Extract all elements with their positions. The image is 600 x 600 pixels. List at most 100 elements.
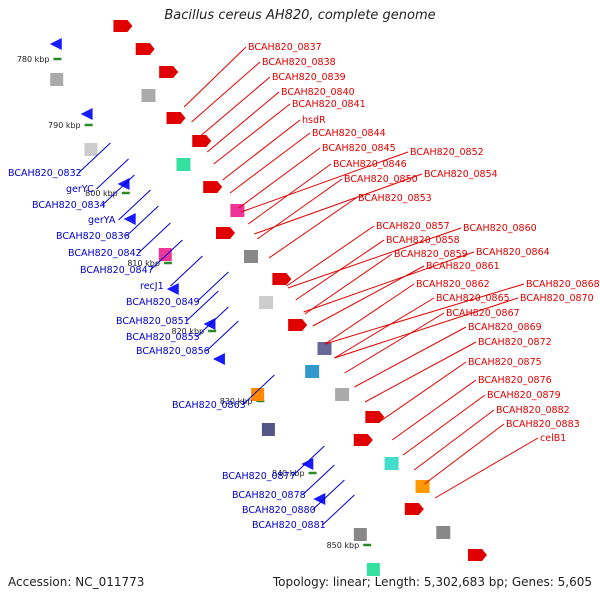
forward-gene-block xyxy=(436,526,451,539)
reverse-gene-label: BCAH820_0832 xyxy=(8,168,82,179)
forward-gene-label: BCAH820_0860 xyxy=(463,223,537,234)
forward-gene-label: BCAH820_0857 xyxy=(376,221,450,232)
forward-gene-leader xyxy=(198,76,271,138)
forward-gene-leader xyxy=(334,297,435,359)
reverse-gene-label: BCAH820_0855 xyxy=(126,332,200,343)
reverse-gene-label: BCAH820_0847 xyxy=(80,265,154,276)
forward-gene-leader xyxy=(391,379,477,441)
reverse-gene-arrow xyxy=(212,353,225,365)
reverse-gene-arrow xyxy=(301,458,314,470)
reverse-gene-leader xyxy=(292,445,325,477)
forward-gene-arrow xyxy=(192,135,212,147)
reverse-gene-label: recJ1 xyxy=(140,281,164,292)
topology-label: Topology: linear; Length: 5,302,683 bp; … xyxy=(272,575,592,589)
forward-gene-label: BCAH820_0839 xyxy=(272,72,346,83)
forward-gene-leader xyxy=(238,147,321,209)
reverse-gene-leader xyxy=(138,222,171,254)
forward-gene-arrow xyxy=(404,503,424,515)
forward-gene-block xyxy=(259,296,274,309)
forward-gene-leader xyxy=(378,361,467,423)
forward-gene-label: hsdR xyxy=(302,115,326,126)
reverse-gene-label: gerYA xyxy=(88,215,116,226)
reverse-gene-label: BCAH820_0880 xyxy=(242,505,316,516)
forward-gene-label: BCAH820_0868 xyxy=(526,279,600,290)
forward-gene-label: BCAH820_0858 xyxy=(386,235,460,246)
forward-gene-label: BCAH820_0872 xyxy=(478,337,552,348)
forward-gene-leader xyxy=(344,312,445,374)
forward-gene-arrow xyxy=(365,411,385,423)
forward-gene-label: BCAH820_0867 xyxy=(446,308,520,319)
forward-gene-leader xyxy=(354,326,467,388)
forward-gene-arrow xyxy=(272,273,292,285)
forward-gene-leader xyxy=(334,297,519,359)
reverse-gene-label: BCAH820_0863 xyxy=(172,400,246,411)
forward-gene-label: BCAH820_0864 xyxy=(476,247,550,258)
forward-gene-leader xyxy=(240,151,409,213)
reverse-gene-arrow xyxy=(49,38,62,50)
reverse-gene-label: BCAH820_0856 xyxy=(136,346,210,357)
forward-gene-label: BCAH820_0870 xyxy=(520,293,594,304)
forward-gene-label: BCAH820_0882 xyxy=(496,405,570,416)
reverse-gene-arrow xyxy=(166,283,179,295)
kbp-label: 790 kbp xyxy=(48,121,81,130)
reverse-gene-label: BCAH820_0849 xyxy=(126,297,200,308)
forward-gene-label: BCAH820_0876 xyxy=(478,375,552,386)
kbp-label: 810 kbp xyxy=(127,259,160,268)
reverse-gene-block xyxy=(366,563,380,576)
forward-gene-label: BCAH820_0861 xyxy=(426,261,500,272)
forward-gene-label: BCAH820_0862 xyxy=(416,279,490,290)
reverse-gene-block xyxy=(261,423,275,436)
forward-gene-leader xyxy=(304,253,393,315)
reverse-gene-block xyxy=(84,143,98,156)
forward-gene-leader xyxy=(268,197,357,259)
forward-gene-label: BCAH820_0853 xyxy=(358,193,432,204)
reverse-gene-leader xyxy=(312,479,345,511)
forward-gene-label: BCAH820_0845 xyxy=(322,143,396,154)
reverse-gene-arrow xyxy=(313,493,326,505)
reverse-gene-label: BCAH820_0877 xyxy=(222,471,296,482)
reverse-gene-arrow xyxy=(80,108,93,120)
reverse-gene-leader xyxy=(302,464,335,496)
forward-gene-leader xyxy=(434,437,539,499)
forward-gene-label: BCAH820_0841 xyxy=(292,99,366,110)
forward-gene-block xyxy=(141,89,156,102)
forward-gene-arrow xyxy=(353,434,373,446)
genome-title: Bacillus cereus AH820, complete genome xyxy=(164,8,436,23)
forward-gene-leader xyxy=(247,163,332,225)
forward-gene-label: BCAH820_0865 xyxy=(436,293,510,304)
forward-gene-label: BCAH820_0838 xyxy=(262,57,336,68)
forward-gene-block xyxy=(317,342,332,355)
forward-gene-arrow xyxy=(203,181,223,193)
forward-gene-leader xyxy=(424,423,505,485)
forward-gene-leader xyxy=(364,341,477,403)
forward-gene-leader xyxy=(191,61,261,123)
reverse-gene-leader xyxy=(322,494,355,526)
forward-gene-block xyxy=(335,388,350,401)
forward-gene-label: BCAH820_0852 xyxy=(410,147,484,158)
forward-gene-leader xyxy=(303,251,475,313)
forward-gene-arrow xyxy=(166,112,186,124)
reverse-gene-leader xyxy=(118,189,151,221)
forward-gene-leader xyxy=(324,283,525,345)
reverse-gene-arrow xyxy=(117,178,130,190)
reverse-gene-block xyxy=(50,73,64,86)
forward-gene-block xyxy=(305,365,320,378)
reverse-gene-label: BCAH820_0878 xyxy=(232,490,306,501)
reverse-gene-leader xyxy=(170,255,203,287)
reverse-gene-label: BCAH820_0834 xyxy=(32,200,106,211)
reverse-gene-block xyxy=(158,248,172,261)
reverse-gene-leader xyxy=(78,142,111,174)
forward-gene-block xyxy=(230,204,245,217)
forward-gene-arrow xyxy=(135,43,155,55)
forward-gene-block xyxy=(384,457,399,470)
forward-gene-leader xyxy=(324,283,415,345)
forward-gene-label: BCAH820_0883 xyxy=(506,419,580,430)
reverse-gene-arrow xyxy=(123,213,136,225)
reverse-gene-label: BCAH820_0881 xyxy=(252,520,326,531)
reverse-gene-leader xyxy=(126,205,159,237)
forward-gene-label: BCAH820_0837 xyxy=(248,42,322,53)
kbp-label: 840 kbp xyxy=(272,469,305,478)
forward-gene-leader xyxy=(413,409,495,471)
forward-gene-block xyxy=(176,158,191,171)
